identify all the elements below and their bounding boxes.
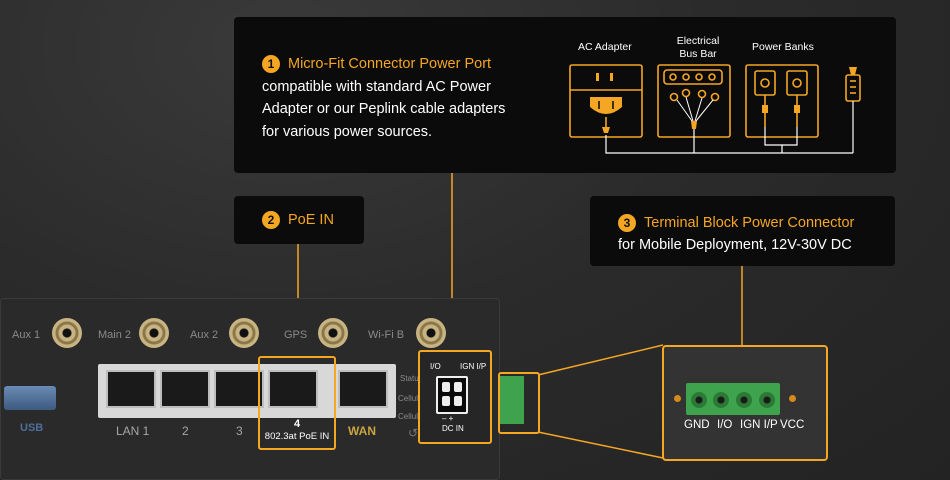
antenna-label-aux-2: Aux 2 [190,329,219,341]
poe-port-4[interactable] [268,370,318,408]
power-banks-label: Power Banks [752,41,814,53]
antenna-label-aux-1: Aux 1 [12,329,41,341]
antenna-connector-main-2 [139,318,169,348]
micro-fit-plug-icon [845,67,861,153]
led-label-cellular-2: Cellular 2 [398,412,432,421]
terminal-block-zoom: GND I/O IGN I/P VCC [662,345,828,461]
terminal-pin-vcc: VCC [780,419,805,431]
terminal-pin-io: I/O [717,419,733,431]
lan-1-label: LAN 1 [116,424,150,438]
bus-bar-label-line-2: Bus Bar [679,48,717,60]
usb-label: USB [20,422,44,434]
antenna-label-gps: GPS [284,329,308,341]
micro-fit-power-port: I/O IGN I/P – + DC IN [418,350,492,444]
terminal-block-connector[interactable] [686,383,780,415]
terminal-block-callout: 3 Terminal Block Power Connector for Mobi… [590,196,895,266]
callout1-line-1: compatible with standard AC Power [262,78,491,95]
wan-label: WAN [348,424,376,438]
power-banks-icon [745,64,819,138]
callout1-title: Micro-Fit Connector Power Port [288,56,492,72]
led-label-cellular-1: Cellular 1 [398,394,432,403]
power-port-ign-label: IGN I/P [460,362,487,371]
lan-port-3[interactable] [214,370,264,408]
callout1-line-3: for various power sources. [262,123,433,140]
antenna-label-main-2: Main 2 [98,329,132,341]
antenna-connector-aux-1 [52,318,82,348]
usb-port[interactable] [4,386,56,410]
lan-port-1[interactable] [106,370,156,408]
bus-bar-icon [657,64,731,138]
poe-port-highlight: 4 802.3at PoE IN [258,356,336,450]
terminal-pin-ign: IGN I/P [740,419,778,431]
connection-wires [605,127,853,154]
callout2-number-badge: 2 [262,211,280,229]
mount-screw-right [789,395,796,402]
micro-fit-socket[interactable] [436,376,468,414]
wan-port[interactable] [338,370,388,408]
callout3-title: Terminal Block Power Connector [644,215,855,231]
antenna-connector-aux-2 [229,318,259,348]
callout3-heading: 3 Terminal Block Power Connector [618,212,854,234]
bus-bar-label-line-1: Electrical [676,35,720,47]
lan-3-label: 3 [236,424,243,438]
lan-2-label: 2 [182,424,189,438]
ac-adapter-icon [569,64,643,138]
power-port-io-label: I/O [430,362,441,371]
bus-bar-label: Electrical Bus Bar [668,35,728,61]
dc-in-label: DC IN [442,424,464,433]
poe-in-callout: 2 PoE IN [234,196,364,244]
side-terminal-highlight [498,372,540,434]
reset-icon[interactable]: ↺ [408,426,419,440]
poe-port-number: 4 [293,418,301,430]
antenna-connector-gps [318,318,348,348]
callout3-number-badge: 3 [618,214,636,233]
side-terminal-block [500,376,524,424]
callout2-title: PoE IN [288,211,334,228]
terminal-pin-gnd: GND [684,419,710,431]
callout1-heading: 1 Micro-Fit Connector Power Port [262,53,505,76]
router-front-panel: Aux 1 Main 2 Aux 2 GPS Wi-Fi B USB LAN 1… [0,298,540,480]
callout3-subtitle: for Mobile Deployment, 12V-30V DC [618,237,852,253]
antenna-label-wifi-b: Wi-Fi B [368,329,405,341]
lan-port-2[interactable] [160,370,210,408]
callout1-line-2: Adapter or our Peplink cable adapters [262,101,506,117]
power-options-diagram [569,64,861,154]
ethernet-port-block [98,364,396,418]
poe-port-label: 802.3at PoE IN [264,431,330,442]
antenna-connector-wifi-b [416,318,446,348]
mount-screw-left [674,395,681,402]
ac-adapter-label: AC Adapter [578,41,632,53]
micro-fit-callout: 1 Micro-Fit Connector Power Port compatib… [234,17,896,173]
dc-polarity-label: – + [442,414,454,423]
led-label-status: Status [400,374,423,383]
callout1-number-badge: 1 [262,55,280,74]
